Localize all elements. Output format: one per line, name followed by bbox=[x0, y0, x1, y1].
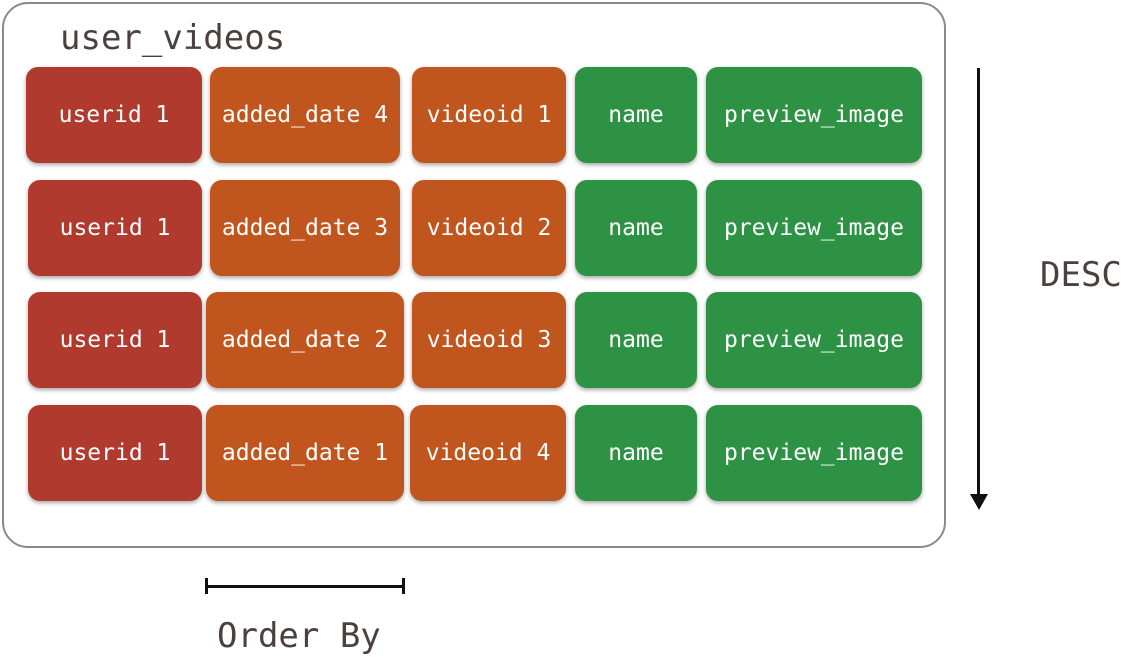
userid-cell: userid 1 bbox=[28, 180, 202, 276]
videoid-cell: videoid 3 bbox=[412, 292, 566, 388]
userid-cell: userid 1 bbox=[26, 67, 202, 163]
preview-image-cell: preview_image bbox=[706, 405, 922, 501]
preview-image-cell: preview_image bbox=[706, 67, 922, 163]
added-date-cell: added_date 3 bbox=[210, 180, 400, 276]
preview-image-cell: preview_image bbox=[706, 292, 922, 388]
table-title: user_videos bbox=[60, 18, 286, 58]
order-by-bracket bbox=[207, 585, 403, 588]
added-date-cell: added_date 4 bbox=[210, 67, 400, 163]
order-by-bracket-right-tick bbox=[402, 578, 405, 594]
name-cell: name bbox=[575, 180, 697, 276]
preview-image-cell: preview_image bbox=[706, 180, 922, 276]
sort-direction-label: DESC bbox=[1040, 255, 1122, 295]
name-cell: name bbox=[575, 405, 697, 501]
name-cell: name bbox=[575, 292, 697, 388]
order-by-label: Order By bbox=[217, 616, 381, 656]
added-date-cell: added_date 2 bbox=[206, 292, 404, 388]
down-arrow-icon bbox=[970, 494, 988, 510]
order-by-bracket-left-tick bbox=[205, 578, 208, 594]
videoid-cell: videoid 1 bbox=[412, 67, 566, 163]
name-cell: name bbox=[575, 67, 697, 163]
videoid-cell: videoid 2 bbox=[412, 180, 566, 276]
added-date-cell: added_date 1 bbox=[206, 405, 404, 501]
videoid-cell: videoid 4 bbox=[410, 405, 566, 501]
userid-cell: userid 1 bbox=[28, 292, 202, 388]
desc-arrow-line bbox=[977, 68, 980, 498]
userid-cell: userid 1 bbox=[28, 405, 202, 501]
